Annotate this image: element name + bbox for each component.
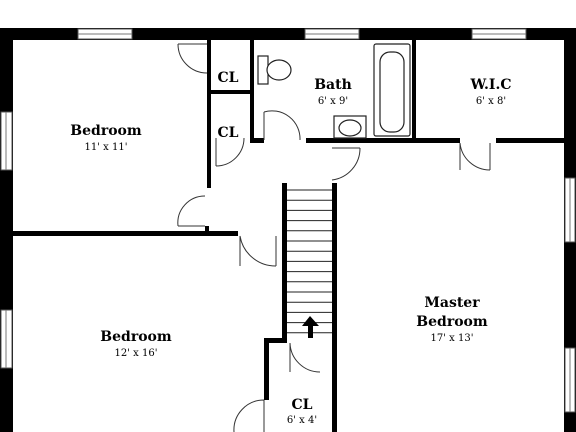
door-wic (459, 142, 491, 171)
door-closet-1 (177, 43, 208, 74)
room-master-dim: 17' x 13' (431, 333, 474, 344)
door-closet-2 (215, 137, 245, 167)
room-bath-dim: 6' x 9' (318, 96, 348, 107)
room-bedroom-bottom-name: Bedroom (100, 329, 172, 345)
bath-fixtures (257, 43, 411, 139)
room-master-name-line2: Bedroom (416, 314, 488, 330)
room-closet-1-name: CL (218, 70, 239, 86)
room-wic-name: W.I.C (470, 77, 512, 93)
doors (177, 43, 491, 432)
door-closet-3 (233, 399, 265, 432)
door-bedroom-top (177, 195, 206, 227)
windows (0, 28, 576, 413)
bathtub-basin (379, 51, 405, 133)
door-stair (289, 342, 321, 373)
toilet-bowl (266, 59, 292, 81)
room-master-name-line1: Master (424, 295, 480, 311)
staircase (287, 189, 332, 334)
room-bedroom-top-dim: 11' x 11' (85, 142, 128, 153)
room-bedroom-bottom-dim: 12' x 16' (115, 348, 158, 359)
up-arrow-icon (302, 316, 319, 338)
room-closet-3-name: CL (292, 397, 313, 413)
room-bedroom-top-name: Bedroom (70, 123, 142, 139)
interior-walls (13, 40, 564, 432)
door-bedroom-bottom (239, 235, 277, 267)
room-bath-name: Bath (314, 77, 352, 93)
door-bath (331, 147, 361, 181)
sink-basin (338, 119, 362, 137)
door-hall (263, 110, 301, 141)
room-closet-2-name: CL (218, 125, 239, 141)
room-wic-dim: 6' x 8' (476, 96, 506, 107)
room-closet-3-dim: 6' x 4' (287, 415, 317, 426)
